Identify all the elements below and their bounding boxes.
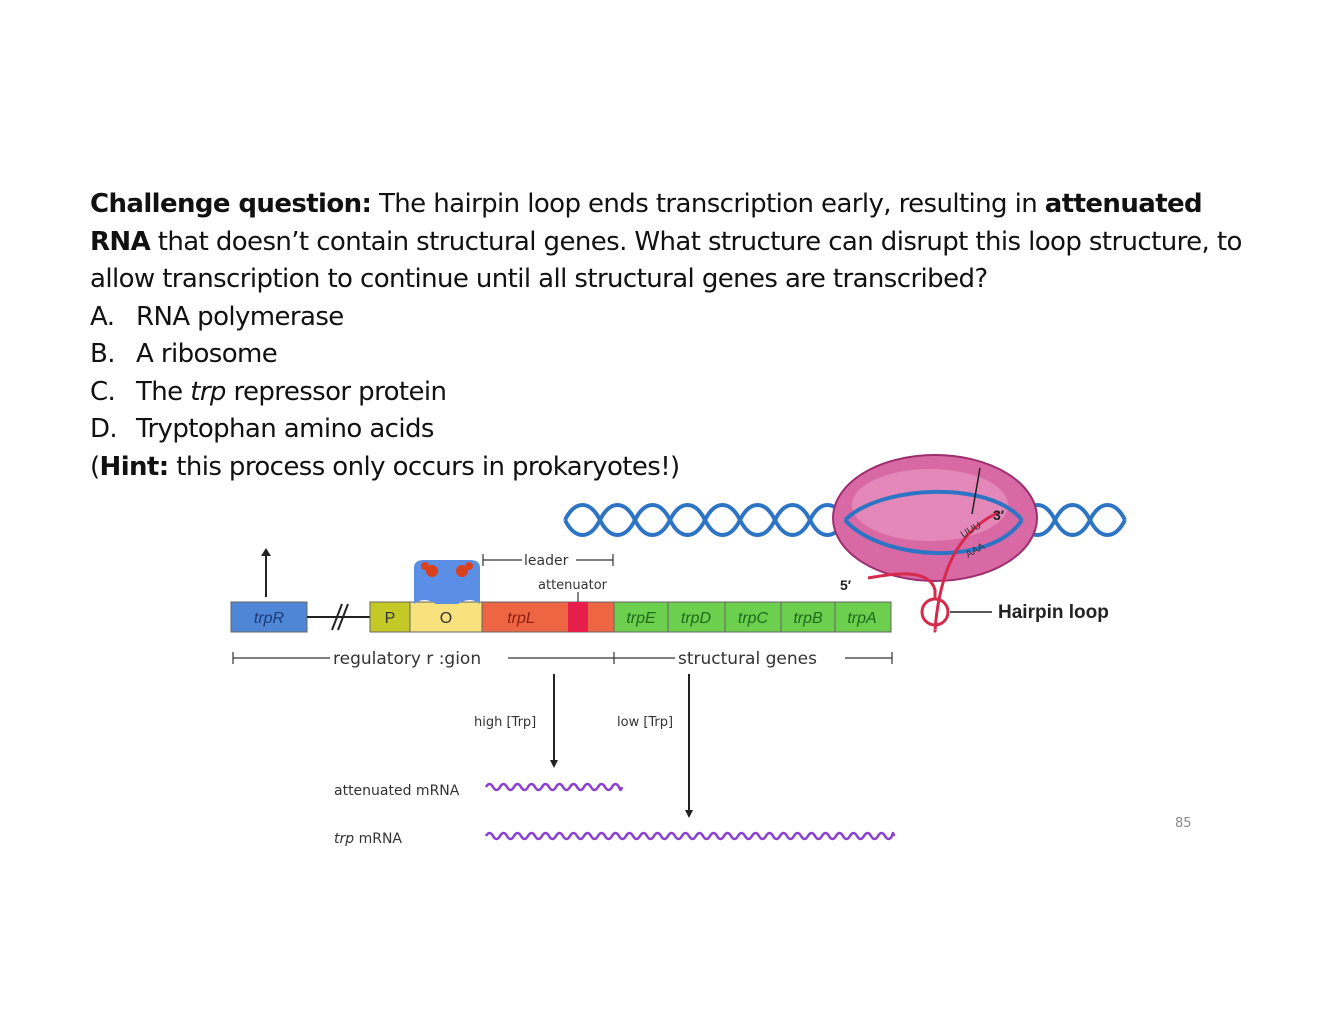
polymerase-pointer [971,467,981,515]
option-text: The trp repressor protein [136,374,447,412]
gene-trpE [613,601,669,633]
question-lead: Challenge question: [90,189,372,219]
tryptophan-2 [456,565,468,577]
gene-trpD-label: trpD [681,610,712,627]
trp-mrna-italic: trp [334,831,354,847]
gene-trpR [230,601,308,633]
gene-trpA-label: trpA [847,610,876,627]
question-paragraph: Challenge question: The hairpin loop end… [90,186,1250,299]
hairpin-label: Hairpin loop [998,602,1109,623]
gene-trpR-label: trpR [254,610,285,627]
option-text-italic: trp [190,376,226,407]
option-text: A ribosome [136,339,278,369]
option-b[interactable]: B. A ribosome [90,336,1250,374]
high-trp-label: high [Trp] [474,715,536,730]
dna-strand-4 [1018,503,1127,537]
trp-mrna-rest: mRNA [354,831,402,847]
five-prime-label: 5′ [840,577,852,593]
option-a[interactable]: A. RNA polymerase [90,299,1250,337]
tryptophan-4 [465,562,473,570]
attenuator-label: attenuator [538,578,608,593]
option-d[interactable]: D. Tryptophan amino acids [90,411,1250,449]
repressor-protein [414,560,480,604]
question-text-2: that doesn’t contain structural genes. W… [90,226,1242,295]
three-prime-label: 3′ [993,507,1005,523]
question-block: Challenge question: The hairpin loop end… [90,186,1250,486]
gene-promoter [369,601,411,633]
gene-break-mark-2 [337,603,349,631]
gene-trpL [481,601,615,633]
option-text: RNA polymerase [136,301,344,332]
option-text-pre: The [136,376,191,407]
dna-in-polymerase-bottom [843,518,1024,556]
dna-in-polymerase-top [843,489,1024,522]
option-letter: D. [90,414,118,444]
option-c[interactable]: C. The trp repressor protein [90,374,1250,412]
gene-promoter-label: P [385,610,396,627]
gene-trpB [780,601,836,633]
gene-trpC [724,601,782,633]
option-letter: A. [90,301,115,332]
gene-break-mark-1 [331,603,343,631]
gene-trpA [834,601,892,633]
trp-mrna-wave [484,831,896,841]
hint-text: this process only occurs in prokaryotes!… [168,451,680,482]
rna-polymerase-highlight [852,469,1008,541]
tryptophan-3 [421,562,429,570]
gene-trpC-label: trpC [738,610,769,627]
gene-operator-label: O [440,610,452,627]
gene-trpB-label: trpB [793,610,823,627]
hairpin-loop [920,597,950,627]
attenuated-mrna-wave [484,782,624,792]
gene-trpL-label: trpL [507,610,535,627]
option-letter: C. [90,376,116,407]
hint-bold: Hint: [99,451,170,482]
attenuator-segment [568,602,588,632]
option-letter: B. [90,339,116,369]
question-bold-term: attenuated RNA [90,189,1203,257]
tryptophan-1 [426,565,438,577]
question-text-1: The hairpin loop ends transcription earl… [371,189,1045,219]
low-trp-label: low [Trp] [617,715,673,730]
attenuated-mrna-label: attenuated mRNA [334,783,460,799]
dna-strand-3 [1018,503,1127,537]
hint-open: ( [90,451,100,482]
trpR-arrowhead [261,548,271,556]
trp-mrna-label: trp mRNA [334,831,402,847]
dna-helix [563,503,1127,537]
page-number: 85 [1175,816,1192,831]
gene-trpE-label: trpE [626,610,656,627]
option-text: Tryptophan amino acids [136,414,434,444]
hint: (Hint: this process only occurs in proka… [90,449,1250,487]
gene-operator [409,601,483,633]
structural-genes-label: structural genes [678,649,817,669]
leader-label: leader [524,553,569,569]
regulatory-region-label: regulatory r :gion [333,649,481,669]
high-trp-arrowhead [550,760,558,768]
dna-strand-2 [563,503,847,537]
option-text-post: repressor protein [225,376,447,407]
low-trp-arrowhead [685,810,693,818]
gene-trpD [667,601,726,633]
